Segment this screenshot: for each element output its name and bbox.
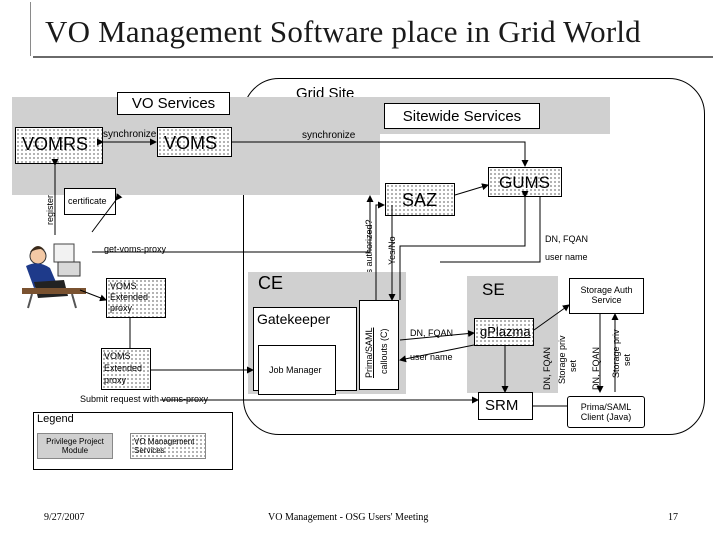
submit-request-label: Submit request with voms-proxy xyxy=(80,394,209,404)
storage-auth-line2: Service xyxy=(591,295,622,305)
gums-label: GUMS xyxy=(499,173,550,192)
legend-privilege-line2: Module xyxy=(61,446,89,455)
vomrs-label: VOMRS xyxy=(22,134,89,154)
sitewide-services-label-box: Sitewide Services xyxy=(384,103,540,129)
legend-title: Legend xyxy=(37,413,74,425)
ce-label: CE xyxy=(258,273,284,293)
sitewide-services-label: Sitewide Services xyxy=(402,108,522,125)
srm-box: SRM xyxy=(478,392,533,420)
footer-page-number: 17 xyxy=(668,512,678,523)
legend-vo-mgmt-swatch: VO Management Services xyxy=(130,433,206,459)
dn-fqan-top-label: DN, FQAN xyxy=(545,234,589,244)
user-figure-icon xyxy=(22,243,86,309)
legend-vo-mgmt-line2: Services xyxy=(134,446,165,455)
synchronize-vomrs-voms: synchronize xyxy=(103,129,157,140)
vo-services-label: VO Services xyxy=(131,95,216,112)
voms-label: VOMS xyxy=(164,133,218,153)
certificate-box: certificate xyxy=(64,188,116,215)
vomrs-box: VOMRS xyxy=(15,127,103,164)
gatekeeper-label: Gatekeeper xyxy=(257,311,331,327)
gplazma-label: gPlazma xyxy=(480,324,531,339)
legend-privilege-swatch: Privilege Project Module xyxy=(37,433,113,459)
title-rule xyxy=(33,56,713,58)
user-name-top-label: user name xyxy=(545,252,588,262)
saz-label: SAZ xyxy=(402,190,438,210)
grid-site-box xyxy=(243,78,705,435)
gplazma-box: gPlazma xyxy=(474,318,534,346)
voms-ext-proxy-bottom-line1: VOMS xyxy=(104,351,131,361)
voms-ext-proxy-top-line2: Extended xyxy=(110,292,149,302)
legend-vo-mgmt-line1: VO Management xyxy=(134,437,195,446)
voms-extended-proxy-top: VOMS Extended proxy xyxy=(106,278,166,318)
voms-ext-proxy-bottom-line3: proxy xyxy=(104,375,127,385)
prima-saml-client-box: Prima/SAML Client (Java) xyxy=(567,396,645,428)
legend-privilege-line1: Privilege Project xyxy=(46,437,104,446)
page-title: VO Management Software place in Grid Wor… xyxy=(45,14,641,49)
footer-date: 9/27/2007 xyxy=(44,512,85,523)
get-voms-proxy-label: get-voms-proxy xyxy=(104,244,167,254)
prima-saml-client-line1: Prima/SAML xyxy=(580,402,632,412)
storage-auth-service-box: Storage Auth Service xyxy=(569,278,644,314)
synchronize-voms-gums: synchronize xyxy=(302,130,356,141)
certificate-label: certificate xyxy=(68,196,107,206)
saz-box: SAZ xyxy=(385,183,455,216)
srm-label: SRM xyxy=(485,397,519,414)
storage-auth-line1: Storage Auth xyxy=(580,285,633,295)
voms-extended-proxy-bottom: VOMS Extended proxy xyxy=(101,348,151,390)
voms-ext-proxy-top-line1: VOMS xyxy=(110,281,137,291)
gums-box: GUMS xyxy=(488,167,562,197)
prima-saml-callouts-box xyxy=(359,300,399,390)
vo-services-label-box: VO Services xyxy=(117,92,230,115)
dn-fqan-ce-label: DN, FQAN xyxy=(410,328,454,338)
voms-box: VOMS xyxy=(157,127,232,157)
footer-center: VO Management - OSG Users' Meeting xyxy=(268,512,429,523)
se-label: SE xyxy=(482,280,505,299)
prima-saml-client-line2: Client (Java) xyxy=(580,412,632,422)
voms-ext-proxy-bottom-line2: Extended xyxy=(104,363,143,373)
job-manager-box: Job Manager xyxy=(258,345,336,395)
voms-ext-proxy-top-line3: proxy xyxy=(110,303,133,313)
title-rule-left xyxy=(30,2,31,56)
job-manager-label: Job Manager xyxy=(269,365,322,375)
user-name-ce-label: user name xyxy=(410,352,453,362)
